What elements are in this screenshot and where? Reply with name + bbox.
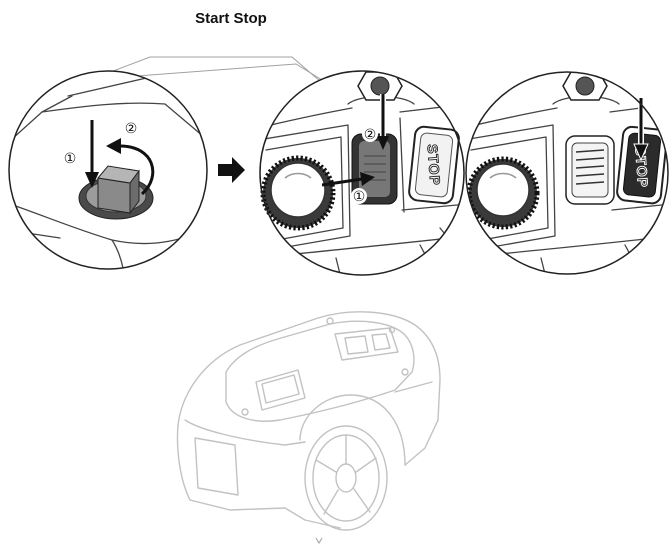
dial-knurling [466,156,540,230]
bottom-tick-mark [315,537,323,545]
detail-circle-outline [8,70,208,270]
housing-contour-line [611,203,668,211]
arrow-arc [119,144,155,196]
step-1-label: ① [64,151,77,167]
housing-contour-line [399,117,405,213]
panel-outline [466,124,556,253]
wheel-spoke [355,457,377,473]
arrow-head [377,136,389,150]
mower-display [255,369,306,411]
key-rib [575,157,605,161]
page-title: Start Stop [195,10,267,27]
key-rib [575,181,605,185]
screw-head [370,76,390,96]
dial-highlight [284,172,312,179]
arrow-head [85,172,99,188]
mower-bolt [401,368,409,376]
detail-circle-insert-key: STOP ② ① [259,70,465,276]
detail-circle-outline [259,70,465,276]
step-2-label-background [362,126,378,142]
mower-top-cover [225,320,415,422]
detail-circle-outline [465,71,669,275]
mower-front-face [176,424,286,511]
step-1-label: ① [353,189,366,205]
wheel-spoke [323,489,339,515]
key-rib [575,165,605,169]
wheel-spoke [353,488,371,513]
screw-head [575,76,595,96]
mower-rear-side [404,419,439,466]
mower-display-screen [261,374,300,404]
mower-bumper-line [184,419,306,446]
wheel-tire [304,425,388,531]
body-contour-line [9,201,126,269]
housing-contour-line [401,203,464,211]
key-in-slot [359,141,390,197]
mower-bottom-edge [284,507,341,529]
top-screw-icon [562,72,608,101]
arrow-head [633,143,649,162]
mower-bolt [241,408,249,416]
housing-contour-line [540,257,548,274]
housing-contour-line [504,261,510,274]
dial-knurling [260,155,336,231]
dial-highlight [489,172,517,179]
robotic-mower-drawing [176,311,441,545]
push-down-arrow-icon [377,94,389,150]
detail-circle-press-stop: STOP [465,71,669,275]
housing-contour-line [299,261,305,275]
mower-bolt [388,326,396,334]
wheel-hub [335,463,357,493]
wheel-rim [312,434,380,522]
stop-button: STOP [616,125,668,205]
housing-contour-line [335,257,343,275]
key-slot [351,133,398,205]
mower-key-slot [344,335,369,355]
housing-contour-line [624,244,646,274]
stop-button-face [622,132,662,198]
push-down-arrow-icon [85,120,99,188]
body-contour-line [41,102,207,143]
stop-button-label: STOP [425,144,444,187]
stop-button: STOP [408,125,460,205]
detail-circle-turn-key: ① ② [8,70,208,270]
mower-front-grille [194,437,239,496]
height-dial [260,155,336,231]
key-slot [565,135,615,205]
stop-button-label: STOP [632,146,651,189]
mower-wheel [304,425,388,531]
next-step-arrow-icon [218,157,245,183]
key-rib [575,149,605,153]
step-1-label-background [351,188,367,204]
key-handle [97,165,140,215]
height-dial [466,156,540,230]
arrow-head [106,138,121,154]
arrow-head [360,172,375,186]
arrow-shaft [321,177,363,187]
wheel-spoke [315,459,337,473]
insert-arrow-icon [321,172,375,187]
dial-face [476,163,530,217]
dial-face [270,162,326,218]
press-down-arrow-icon [633,98,649,162]
mower-bolt [326,317,334,325]
key-rib [575,173,605,177]
rotate-arrow-icon [106,138,155,196]
key-front-face [97,177,131,214]
mower-shell-outline [177,311,441,426]
mower-control-panel [334,327,399,361]
mower-stop-button [371,333,391,351]
panel-inner-outline [470,136,549,243]
step-2-label: ② [125,121,138,137]
key-side-face [129,169,140,215]
step-2-label: ② [364,127,377,143]
stop-button-face [414,132,454,198]
housing-contour-line [419,244,441,275]
mower-wheel-arch [299,394,406,466]
stop-button-clip: STOP [616,125,668,205]
mower-side-seam [394,381,433,393]
